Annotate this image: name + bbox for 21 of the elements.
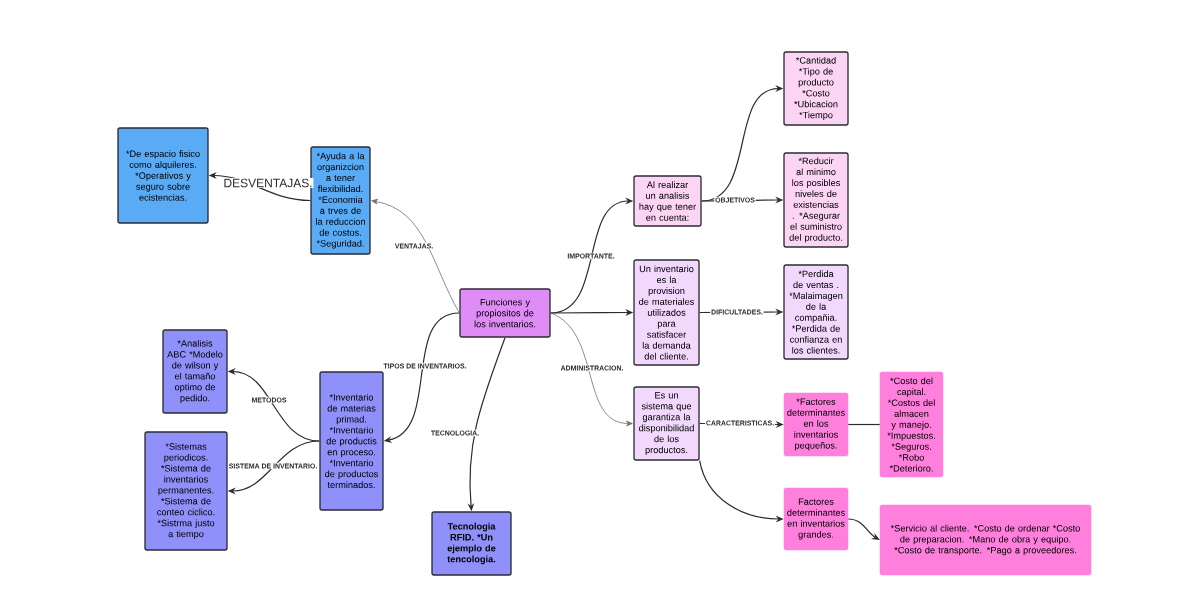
text-box: Es un sistema que garantiza la disponibilidad de los productos.	[633, 386, 700, 461]
text-box: *Ayuda a la organizcion a tener flexibilidad. *Economia a trves de la reduccion de costos. *Seguridad.	[310, 146, 371, 255]
text-box: *Sistemas periodicos. *Sistema de inventarios permanentes. *Sistema de conteo ciclico. *Sistrma justo a tiempo	[144, 431, 228, 551]
text-box: *Perdida de ventas . *Malaimagen de la compañia. *Perdida de confianza en los clientes.	[783, 264, 849, 360]
text-box: *Cantidad *Tipo de producto *Costo *Ubicacion *Tiempo	[783, 51, 849, 126]
text-box: *De espacio fisico como alquileres. *Operativos y seguro sobre ecistencias.	[117, 127, 209, 224]
text-box: *Factores determinantes en los inventarios pequeños.	[783, 392, 849, 457]
arrow	[550, 312, 633, 427]
text-box: *Costo del capital. *Costos del almacen y manejo. *Impuestos. *Seguros. *Robo *Deterioro.	[879, 371, 944, 478]
text-box: Al realizar un analisis hay que tener en cuenta:	[633, 175, 702, 227]
connector-line	[847, 423, 881, 426]
text-box: Un inventario es la provision de materiales utilizados para satisfacer la demanda del cliente.	[633, 259, 700, 366]
text-box: *Analisis ABC *Modelo de wilson y el tamaño optimo de pedido.	[162, 329, 228, 414]
text-box: *Reducir al minimo los posibles niveles de existencias . *Asegurar el suministro del producto.	[783, 152, 849, 248]
text-box: Tecnologia RFID. *Un ejemplo de tencologia.	[431, 511, 512, 576]
topic-box: Funciones y propiositos de los inventarios.	[459, 288, 551, 338]
text-box: Factores determinantes en inventarios grandes.	[783, 487, 849, 551]
edge-label: DESVENTAJAS.	[222, 177, 314, 189]
arrow	[371, 198, 460, 314]
text-box: *Inventario de materias primad. *Inventario de productis en proceso. *Inventario de productos terminados.	[319, 371, 384, 511]
text-box: *Servicio al cliente. *Costo de ordenar *Costo de preparacion. *Mano de obra y equipo. *Costo de transporte. *Pago a proveedores.	[879, 504, 1092, 576]
